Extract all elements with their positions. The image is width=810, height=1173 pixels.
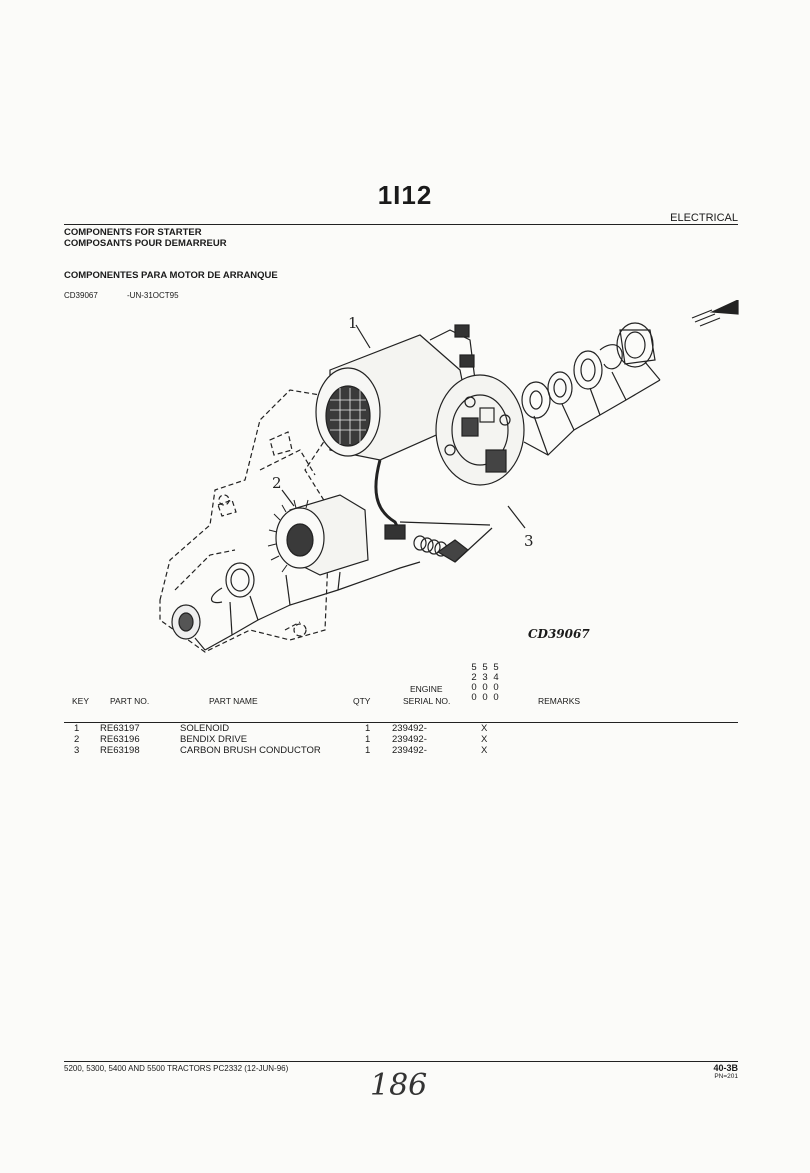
header-key: KEY bbox=[72, 696, 90, 706]
row-key: 2 bbox=[74, 734, 80, 745]
handwritten-page-number: 186 bbox=[370, 1068, 428, 1103]
row-part-name: SOLENOID bbox=[180, 723, 230, 734]
row-qty: 1 bbox=[365, 723, 371, 734]
callout-2: 2 bbox=[272, 474, 282, 492]
figure-ref: CD39067 bbox=[64, 291, 98, 300]
callout-1: 1 bbox=[348, 314, 358, 332]
title-french: COMPOSANTS POUR DEMARREUR bbox=[64, 238, 227, 249]
row-qty: 1 bbox=[365, 745, 371, 756]
footer-manual-info: 5200, 5300, 5400 AND 5500 TRACTORS PC233… bbox=[64, 1064, 289, 1073]
row-serial: 239492- bbox=[392, 734, 427, 745]
row-part-no: RE63198 bbox=[100, 745, 140, 756]
row-mark: X bbox=[481, 723, 488, 734]
footer-page-number: 40-3B bbox=[713, 1063, 738, 1073]
title-english: COMPONENTS FOR STARTER bbox=[64, 227, 202, 238]
bendix-drive bbox=[267, 494, 369, 576]
row-qty: 1 bbox=[365, 734, 371, 745]
row-part-no: RE63196 bbox=[100, 734, 140, 745]
figure-ref-date: -UN-31OCT95 bbox=[127, 291, 179, 300]
figure-label: CD39067 bbox=[528, 627, 590, 641]
direction-arrow-icon bbox=[691, 300, 739, 327]
row-serial: 239492- bbox=[392, 745, 427, 756]
row-part-name: CARBON BRUSH CONDUCTOR bbox=[180, 745, 321, 756]
callout-3: 3 bbox=[524, 532, 534, 550]
row-part-no: RE63197 bbox=[100, 723, 140, 734]
end-cover bbox=[616, 322, 656, 368]
row-serial: 239492- bbox=[392, 723, 427, 734]
section-label: ELECTRICAL bbox=[670, 212, 738, 224]
title-spanish: COMPONENTES PARA MOTOR DE ARRANQUE bbox=[64, 270, 278, 281]
footer-pn: PN=201 bbox=[714, 1073, 738, 1080]
row-key: 3 bbox=[74, 745, 80, 756]
row-mark: X bbox=[481, 734, 488, 745]
header-remarks: REMARKS bbox=[538, 696, 581, 706]
header-rule bbox=[64, 224, 738, 225]
header-part-no: PART NO. bbox=[110, 696, 150, 706]
page-code: 1I12 bbox=[377, 180, 433, 210]
footer-rule bbox=[64, 1061, 738, 1062]
row-key: 1 bbox=[74, 723, 80, 734]
header-engine: ENGINE bbox=[410, 684, 443, 694]
row-part-name: BENDIX DRIVE bbox=[180, 734, 248, 745]
header-part-name: PART NAME bbox=[209, 696, 258, 706]
table-rule bbox=[64, 722, 738, 723]
header-serial: SERIAL NO. bbox=[403, 696, 451, 706]
starter-exploded-diagram: 1 2 3 bbox=[159, 300, 739, 653]
header-qty: QTY bbox=[353, 696, 371, 706]
row-mark: X bbox=[481, 745, 488, 756]
brush-plate bbox=[435, 374, 525, 486]
